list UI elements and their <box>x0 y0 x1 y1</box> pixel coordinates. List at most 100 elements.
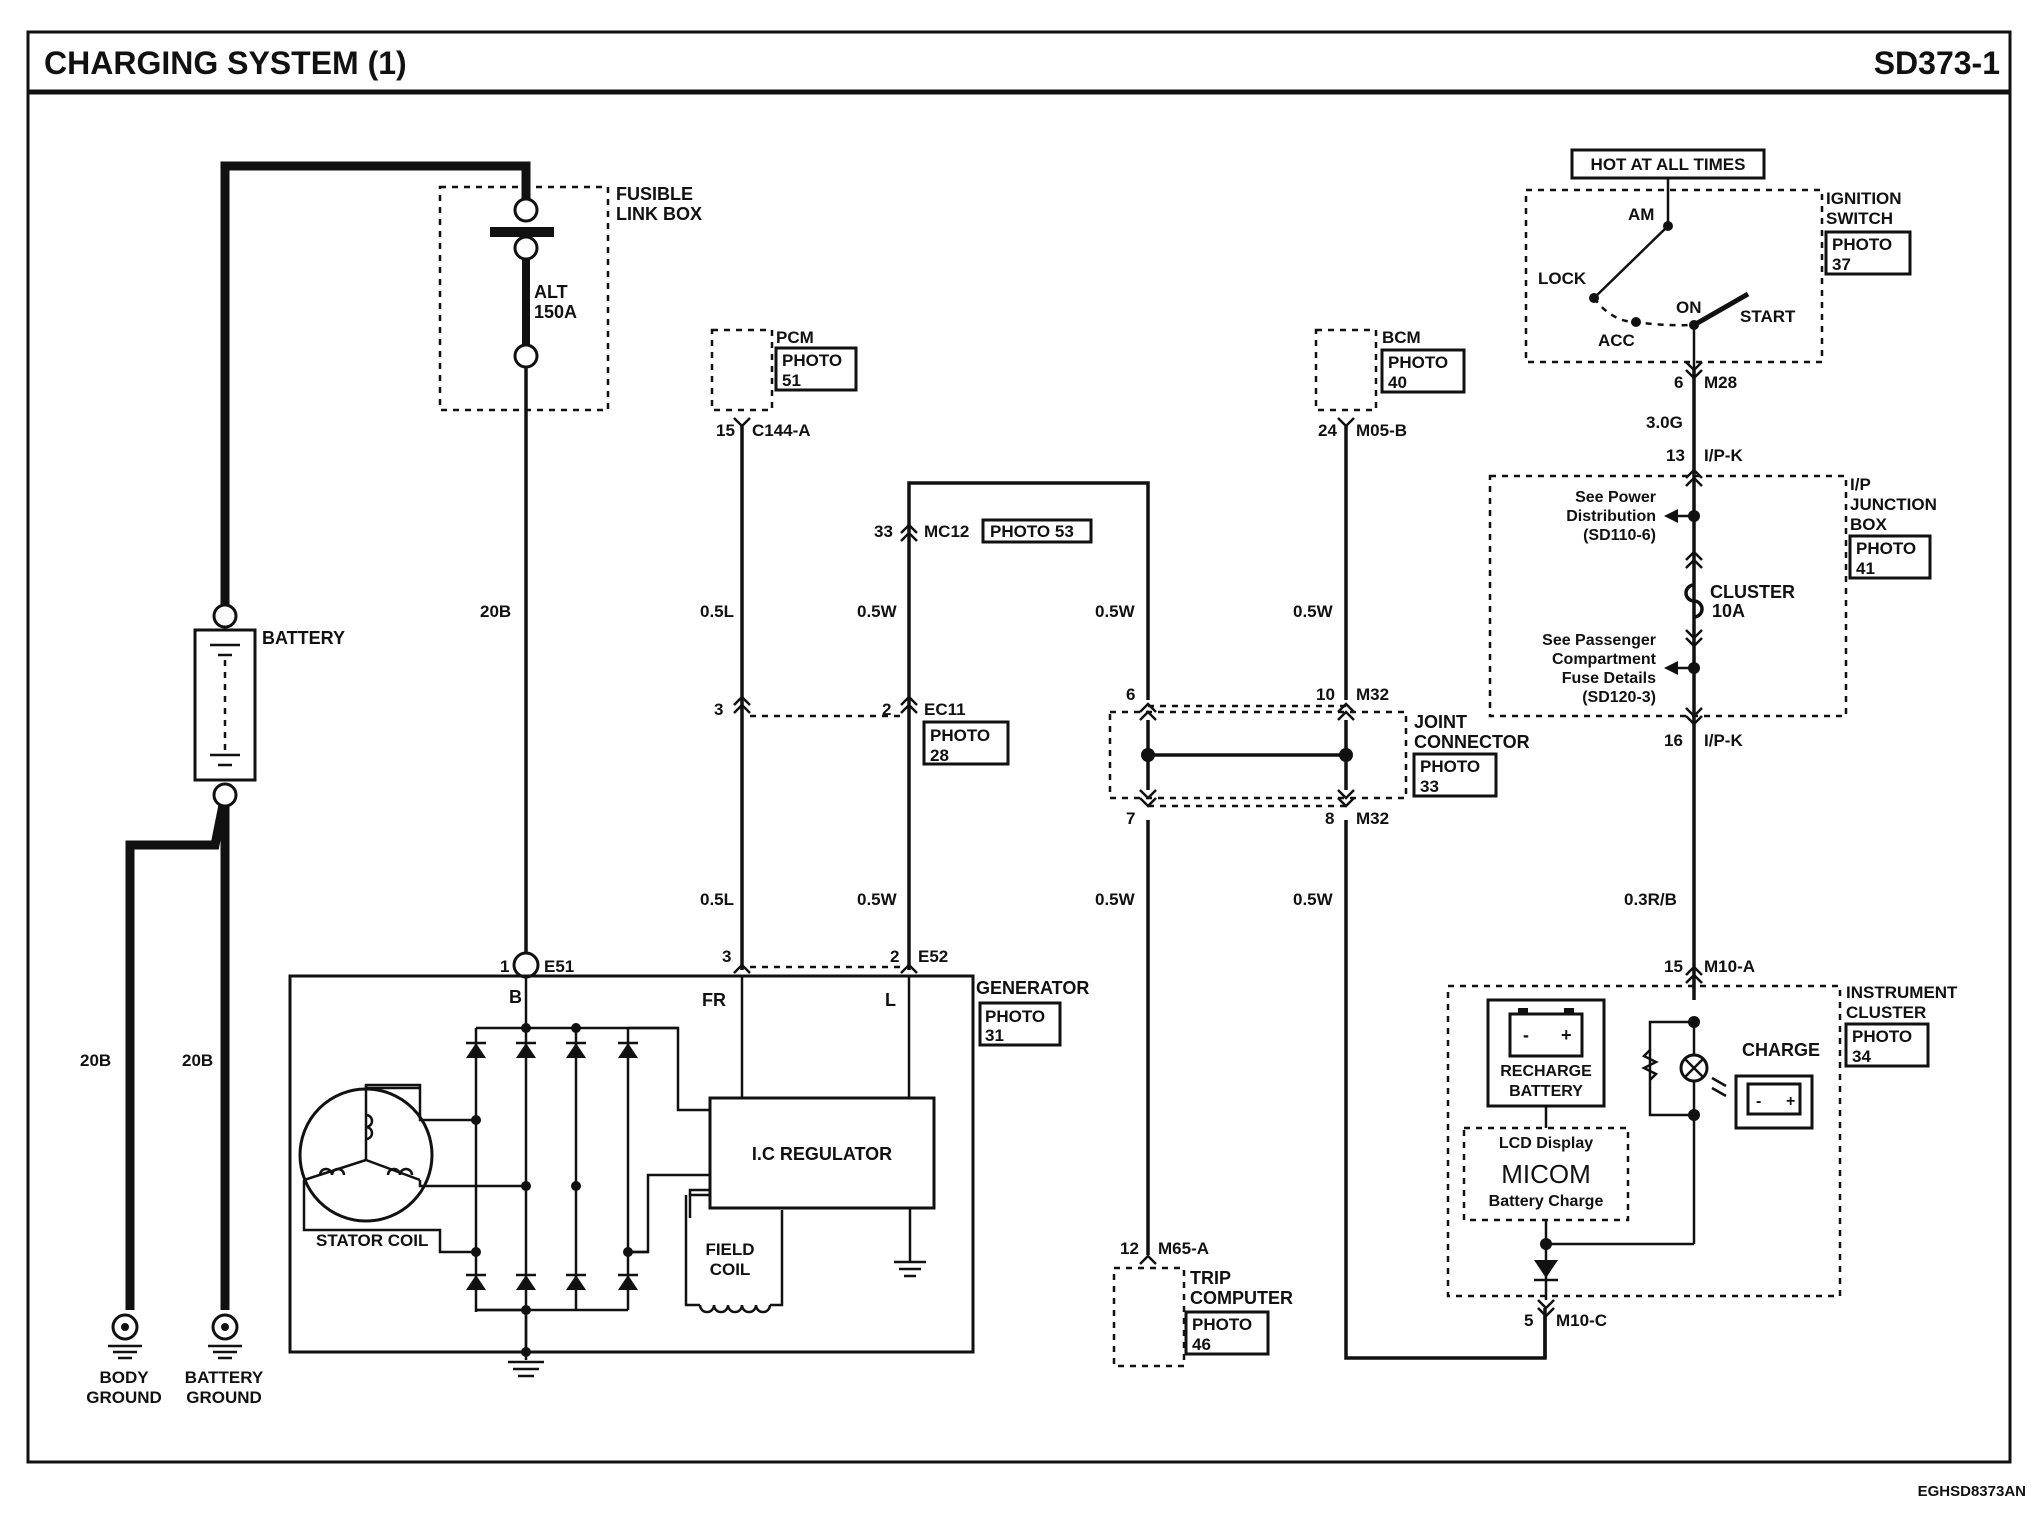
connector-mc12: 33 MC12 PHOTO 53 <box>874 518 1093 544</box>
svg-text:Compartment: Compartment <box>1552 651 1657 668</box>
svg-text:I/P: I/P <box>1850 475 1871 494</box>
svg-text:FIELD: FIELD <box>705 1240 754 1259</box>
wire-label-jc-in-right: 0.5W <box>1293 602 1334 621</box>
svg-text:INSTRUMENT: INSTRUMENT <box>1846 983 1958 1002</box>
svg-text:33: 33 <box>874 522 893 541</box>
svg-text:FUSIBLE: FUSIBLE <box>616 184 693 204</box>
battery: BATTERY <box>193 603 345 808</box>
rectifier-bridge <box>466 977 710 1350</box>
svg-text:GROUND: GROUND <box>86 1388 162 1407</box>
svg-text:GROUND: GROUND <box>186 1388 262 1407</box>
battery-ground-symbol: BATTERY GROUND <box>185 1313 264 1407</box>
svg-text:+: + <box>1561 1025 1572 1045</box>
ignition-switch: HOT AT ALL TIMES AM LOCK ACC ON START IG… <box>1524 148 1912 370</box>
joint-connector: 6 10 M32 7 8 M32 JOINT CONNECTOR PHOTO 3… <box>1108 685 1530 828</box>
stator-coil: STATOR COIL <box>298 1083 526 1254</box>
svg-text:CHARGE: CHARGE <box>1742 1040 1820 1060</box>
ip-junction-box: See Power Distribution (SD110-6) CLUSTER… <box>1488 474 1937 718</box>
instrument-cluster: INSTRUMENT CLUSTER PHOTO 34 - + RECHARGE… <box>1446 983 1958 1318</box>
svg-text:IGNITION: IGNITION <box>1826 189 1902 208</box>
svg-text:LCD Display: LCD Display <box>1499 1135 1593 1152</box>
svg-text:41: 41 <box>1856 559 1875 578</box>
svg-text:24: 24 <box>1318 421 1337 440</box>
svg-text:-: - <box>1756 1093 1761 1110</box>
svg-text:2: 2 <box>882 700 891 719</box>
svg-text:PHOTO: PHOTO <box>1832 235 1892 254</box>
svg-text:CONNECTOR: CONNECTOR <box>1414 732 1530 752</box>
svg-text:PHOTO: PHOTO <box>1192 1315 1252 1334</box>
svg-text:5: 5 <box>1524 1311 1533 1330</box>
svg-text:8: 8 <box>1325 809 1334 828</box>
svg-text:3: 3 <box>714 700 723 719</box>
svg-text:See Passenger: See Passenger <box>1542 632 1656 649</box>
connector-c144a: 15 C144-A <box>716 417 811 440</box>
svg-text:Fuse Details: Fuse Details <box>1562 670 1656 687</box>
svg-text:BODY: BODY <box>99 1368 149 1387</box>
connector-m28: 6 M28 <box>1674 361 1737 392</box>
svg-text:I/P-K: I/P-K <box>1704 731 1743 750</box>
svg-text:6: 6 <box>1126 685 1135 704</box>
wire-label-ground-batt: 20B <box>182 1051 213 1070</box>
drawing-id: EGHSD8373AN <box>1918 1483 2026 1500</box>
svg-text:PHOTO: PHOTO <box>1856 539 1916 558</box>
svg-text:PHOTO: PHOTO <box>1852 1027 1912 1046</box>
svg-text:PHOTO: PHOTO <box>985 1007 1045 1026</box>
svg-text:PCM: PCM <box>776 328 814 347</box>
generator: GENERATOR PHOTO 31 B FR L <box>288 974 1089 1354</box>
pin-e51: 1 <box>500 957 509 976</box>
trip-computer: 12 M65-A TRIP COMPUTER PHOTO 46 <box>1112 1239 1293 1368</box>
svg-text:B: B <box>509 987 522 1007</box>
connector-e52: 3 2 E52 <box>722 947 948 974</box>
svg-text:E52: E52 <box>918 947 948 966</box>
svg-text:7: 7 <box>1126 809 1135 828</box>
svg-text:40: 40 <box>1388 373 1407 392</box>
fusible-link-box: FUSIBLE LINK BOX ALT 150A <box>438 184 702 412</box>
svg-text:RECHARGE: RECHARGE <box>1500 1063 1592 1080</box>
svg-text:LINK BOX: LINK BOX <box>616 204 702 224</box>
connector-m05b: 24 M05-B <box>1318 417 1407 440</box>
connector-m10a: 15 M10-A <box>1664 957 1755 984</box>
svg-text:CLUSTER: CLUSTER <box>1710 582 1795 602</box>
svg-text:TRIP: TRIP <box>1190 1268 1231 1288</box>
svg-text:ALT: ALT <box>534 282 568 302</box>
connector-ec11: 3 2 EC11 PHOTO 28 <box>714 695 1010 766</box>
svg-text:28: 28 <box>930 746 949 765</box>
svg-text:EC11: EC11 <box>924 700 966 719</box>
svg-text:15: 15 <box>1664 957 1683 976</box>
svg-text:34: 34 <box>1852 1047 1871 1066</box>
svg-text:-: - <box>1523 1025 1529 1045</box>
svg-text:PHOTO: PHOTO <box>782 351 842 370</box>
connector-m10c: 5 M10-C <box>1524 1311 1607 1330</box>
svg-text:MICOM: MICOM <box>1501 1159 1591 1189</box>
wire-label-pcm-upper: 0.5L <box>700 602 734 621</box>
wire-label-jc-out-right: 0.5W <box>1293 890 1334 909</box>
pcm-module: PCM PHOTO 51 <box>710 328 858 412</box>
svg-text:BATTERY: BATTERY <box>185 1368 264 1387</box>
svg-text:L: L <box>885 990 896 1010</box>
wire-label-jc-out-left: 0.5W <box>1095 890 1136 909</box>
svg-text:Distribution: Distribution <box>1566 508 1656 525</box>
battery-main-cable <box>125 161 531 1310</box>
body-ground-symbol: BODY GROUND <box>86 1313 162 1407</box>
svg-text:M28: M28 <box>1704 373 1737 392</box>
svg-text:START: START <box>1740 307 1796 326</box>
svg-text:M05-B: M05-B <box>1356 421 1407 440</box>
svg-text:M10-C: M10-C <box>1556 1311 1607 1330</box>
svg-text:BOX: BOX <box>1850 515 1888 534</box>
svg-text:37: 37 <box>1832 255 1851 274</box>
svg-text:M32: M32 <box>1356 809 1389 828</box>
svg-text:HOT AT ALL TIMES: HOT AT ALL TIMES <box>1591 155 1746 174</box>
svg-text:BATTERY: BATTERY <box>262 628 345 648</box>
bcm-module: BCM PHOTO 40 <box>1314 328 1466 412</box>
svg-text:46: 46 <box>1192 1335 1211 1354</box>
svg-text:+: + <box>1786 1093 1795 1110</box>
svg-text:MC12: MC12 <box>924 522 969 541</box>
svg-text:10: 10 <box>1316 685 1335 704</box>
svg-text:AM: AM <box>1628 205 1654 224</box>
svg-text:GENERATOR: GENERATOR <box>976 978 1089 998</box>
svg-text:PHOTO 53: PHOTO 53 <box>990 522 1074 541</box>
ic-regulator: I.C REGULATOR <box>688 976 936 1278</box>
svg-text:51: 51 <box>782 371 801 390</box>
svg-text:PHOTO: PHOTO <box>1420 757 1480 776</box>
